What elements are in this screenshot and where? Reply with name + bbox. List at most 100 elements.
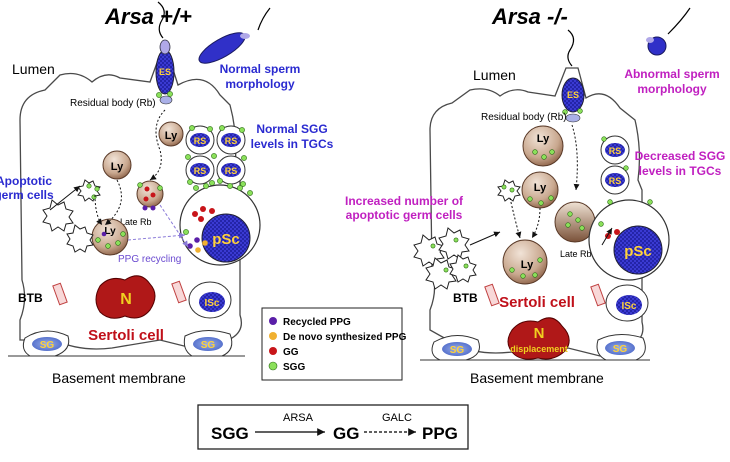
left-rs-cluster: RS RS RS RS: [185, 125, 247, 187]
left-lumen-label: Lumen: [12, 61, 55, 77]
right-sg-label-right: SG: [613, 344, 628, 355]
left-sertoli-label: Sertoli cell: [88, 327, 164, 344]
legend-label-recycled-ppg: Recycled PPG: [283, 317, 351, 328]
pathway-enzyme-arsa: ARSA: [283, 412, 314, 424]
left-ppg-recycling-arrow-2: [159, 204, 189, 248]
right-apoptotic-note-2: apoptotic germ cells: [346, 208, 463, 222]
right-nucleus-label: N: [534, 325, 545, 342]
right-es-to-laterb-arrow: [571, 124, 580, 191]
left-sertoli-nucleus: [95, 275, 156, 319]
left-apoptotic-cell-2: [66, 224, 94, 253]
right-isc-nucleus: [616, 295, 642, 315]
right-sperm-note-1: Abnormal sperm: [624, 67, 719, 81]
right-ly-label-upper: Ly: [537, 133, 550, 145]
right-sg-nucleus-left: [442, 342, 472, 356]
right-isc-label: ISc: [621, 301, 636, 312]
left-sperm-note-1: Normal sperm: [220, 62, 301, 76]
left-sgg-note-1: Normal SGG: [256, 122, 327, 136]
right-sperm-tail: [567, 29, 575, 67]
left-btb-junction-right: [171, 280, 187, 304]
left-ly-to-ly-arrow: [104, 179, 122, 226]
legend-box: [261, 307, 403, 381]
pathway-gg: GG: [333, 424, 359, 443]
right-psc-nucleus: [613, 225, 663, 275]
left-panel: Arsa +/+ Lumen Basement membrane ES Norm…: [0, 1, 334, 386]
legend-swatch-gg: [269, 347, 277, 355]
pathway-enzyme-galc: GALC: [382, 412, 412, 424]
left-sg-label-left: SG: [40, 340, 55, 351]
left-free-sperm-cap: [240, 33, 250, 39]
left-es-sgg-dot: [156, 92, 162, 98]
pathway-box: SGG ARSA GG GALC PPG: [197, 404, 469, 450]
left-residual-body-label: Residual body (Rb): [70, 98, 156, 109]
left-ly-label-lower: Ly: [104, 226, 116, 237]
left-btb-junction: [52, 282, 68, 306]
left-sperm-note-2: morphology: [225, 77, 295, 91]
legend-swatch-recycled-ppg: [269, 317, 277, 325]
left-sg-nucleus-right: [193, 337, 223, 351]
left-ppg-recycling-label: PPG recycling: [118, 254, 181, 265]
left-es-cap: [159, 39, 171, 55]
right-rs-nucleus-1: [605, 143, 625, 157]
right-apoptotic-arrow: [469, 231, 501, 246]
left-isc-label: ISc: [204, 298, 219, 309]
legend: Recycled PPG De novo synthesized PPG GG …: [261, 307, 407, 381]
right-ly-to-ly-arrow: [531, 207, 541, 239]
right-sg-label-left: SG: [450, 345, 465, 356]
left-nucleus-label: N: [120, 291, 132, 308]
legend-label-sgg: SGG: [283, 362, 305, 373]
left-basement-label: Basement membrane: [52, 370, 186, 386]
right-nucleus-sub-label: displacement: [510, 344, 568, 354]
left-sg-nucleus-left: [32, 337, 62, 351]
right-btb-label: BTB: [453, 291, 478, 305]
pathway-sgg: SGG: [211, 424, 249, 443]
left-lysosome-upper: [158, 121, 184, 147]
right-residual-body-label: Residual body (Rb): [481, 112, 567, 123]
left-panel-title: Arsa +/+: [104, 4, 192, 29]
right-sperm-note-2: morphology: [637, 82, 707, 96]
left-es-sgg-dot: [167, 91, 173, 97]
left-lysosome-lower: [91, 218, 129, 256]
left-apoptotic-cell-1: [42, 199, 74, 232]
right-sertoli-nucleus: [507, 317, 570, 360]
right-psc-label: pSc: [624, 243, 652, 260]
right-rs-label-1: RS: [609, 146, 622, 156]
left-es-label: ES: [159, 67, 171, 77]
left-rs-label: RS: [225, 166, 238, 176]
right-apoptotic-cell-4: [449, 254, 477, 283]
right-btb-junction-right: [590, 283, 606, 307]
left-psc-nucleus: [201, 213, 251, 263]
left-sg-label-right: SG: [201, 340, 216, 351]
legend-swatch-sgg: [268, 361, 278, 371]
left-apoptotic-note-1: Apoptotic: [0, 174, 52, 188]
right-sgg-note-1: Decreased SGG: [635, 149, 726, 163]
right-es-cell: [561, 77, 585, 113]
pathway-ppg: PPG: [422, 424, 458, 443]
right-rs-label-2: RS: [609, 176, 622, 186]
left-isc-nucleus: [199, 292, 225, 312]
right-late-rb-label: Late Rb: [560, 249, 592, 259]
left-lysosome-mid: [102, 150, 132, 180]
right-btb-junction: [484, 283, 500, 307]
left-rs-label: RS: [194, 166, 207, 176]
legend-label-denovo-ppg: De novo synthesized PPG: [283, 332, 407, 343]
left-free-sperm-tail: [257, 7, 271, 31]
left-sgg-note-2: levels in TGCs: [251, 137, 334, 151]
right-sgg-note-2: levels in TGCs: [639, 164, 722, 178]
left-apoptotic-arrow: [49, 185, 81, 211]
left-ly-label-mid: Ly: [111, 161, 124, 173]
right-rs-nucleus-2: [605, 173, 625, 187]
right-lumen-label: Lumen: [473, 67, 516, 83]
right-apoptotic-note-1: Increased number of: [345, 194, 464, 208]
right-lysosome-upper: [522, 125, 564, 167]
right-es-label: ES: [567, 90, 579, 100]
right-ly-label-lower: Ly: [521, 259, 534, 271]
left-ppg-recycling-arrow-1: [127, 232, 186, 241]
right-panel-title: Arsa -/-: [491, 4, 568, 29]
left-ly-label: Ly: [165, 130, 178, 142]
legend-label-gg: GG: [283, 347, 299, 358]
right-sg-nucleus-right: [605, 341, 635, 355]
left-sperm-tail: [157, 1, 165, 39]
